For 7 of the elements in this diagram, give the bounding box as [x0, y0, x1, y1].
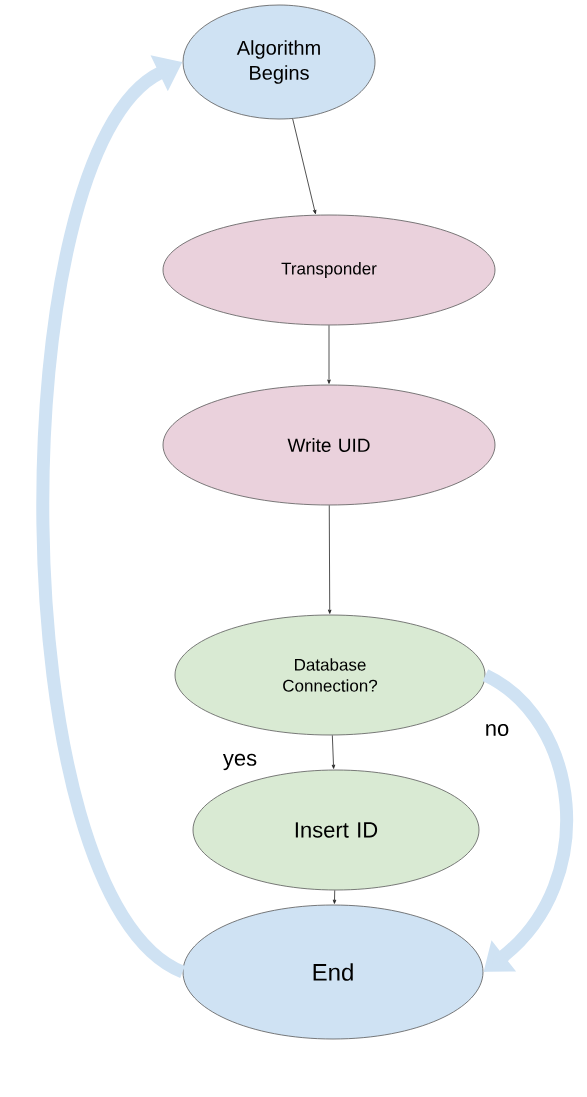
arrow — [331, 735, 336, 769]
arrow — [332, 890, 337, 904]
arrow — [327, 325, 331, 384]
arrow — [292, 118, 317, 215]
arrow — [327, 505, 332, 614]
block-arrow — [482, 669, 573, 972]
block-arrow — [36, 55, 187, 978]
